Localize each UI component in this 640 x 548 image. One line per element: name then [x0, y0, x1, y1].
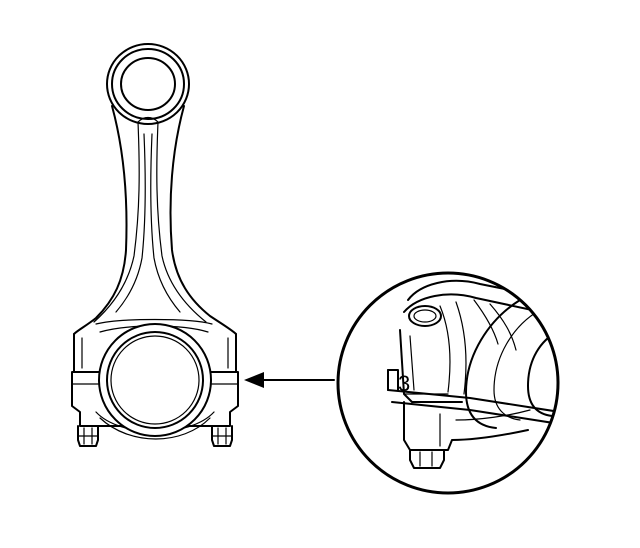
detail-enlarged-view [387, 279, 558, 469]
detail-magnifier-circle [336, 271, 560, 495]
cap-bolt-left [77, 425, 99, 447]
detail-magnifier: 3 [336, 271, 560, 495]
small-end [106, 43, 190, 125]
connecting-rod [71, 43, 239, 447]
small-end-bore [120, 57, 176, 111]
callout-mark-label: 3 [398, 371, 410, 396]
big-end-bore [98, 323, 212, 437]
rod-beam [73, 105, 237, 335]
pointer-arrow [244, 372, 335, 388]
detail-oil-hole [408, 305, 442, 327]
cap-bolt-right [211, 425, 233, 447]
